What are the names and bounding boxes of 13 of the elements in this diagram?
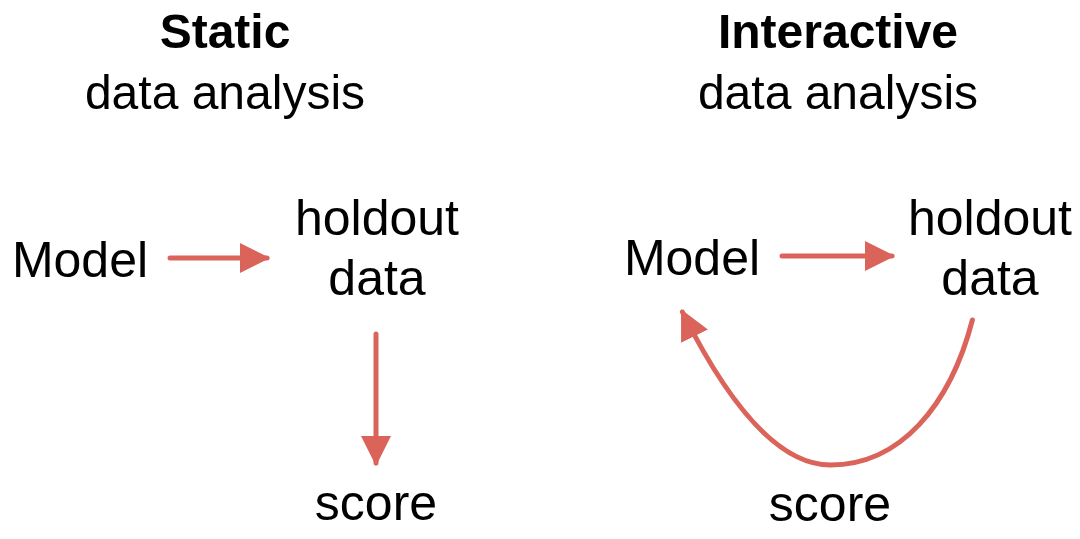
arrow — [167, 243, 270, 273]
arrow — [679, 309, 975, 468]
panel-heading: Static — [159, 4, 291, 60]
node-label: holdout data — [277, 188, 477, 308]
node-label: score — [296, 473, 456, 533]
panel-heading: Interactive — [717, 4, 959, 60]
arrow — [361, 331, 391, 466]
node-label: holdout data — [902, 188, 1078, 308]
arrow — [779, 241, 895, 271]
panel-subheading: data analysis — [84, 65, 366, 121]
node-label: Model — [0, 230, 160, 290]
node-label: Model — [612, 228, 772, 288]
panel-subheading: data analysis — [697, 65, 979, 121]
